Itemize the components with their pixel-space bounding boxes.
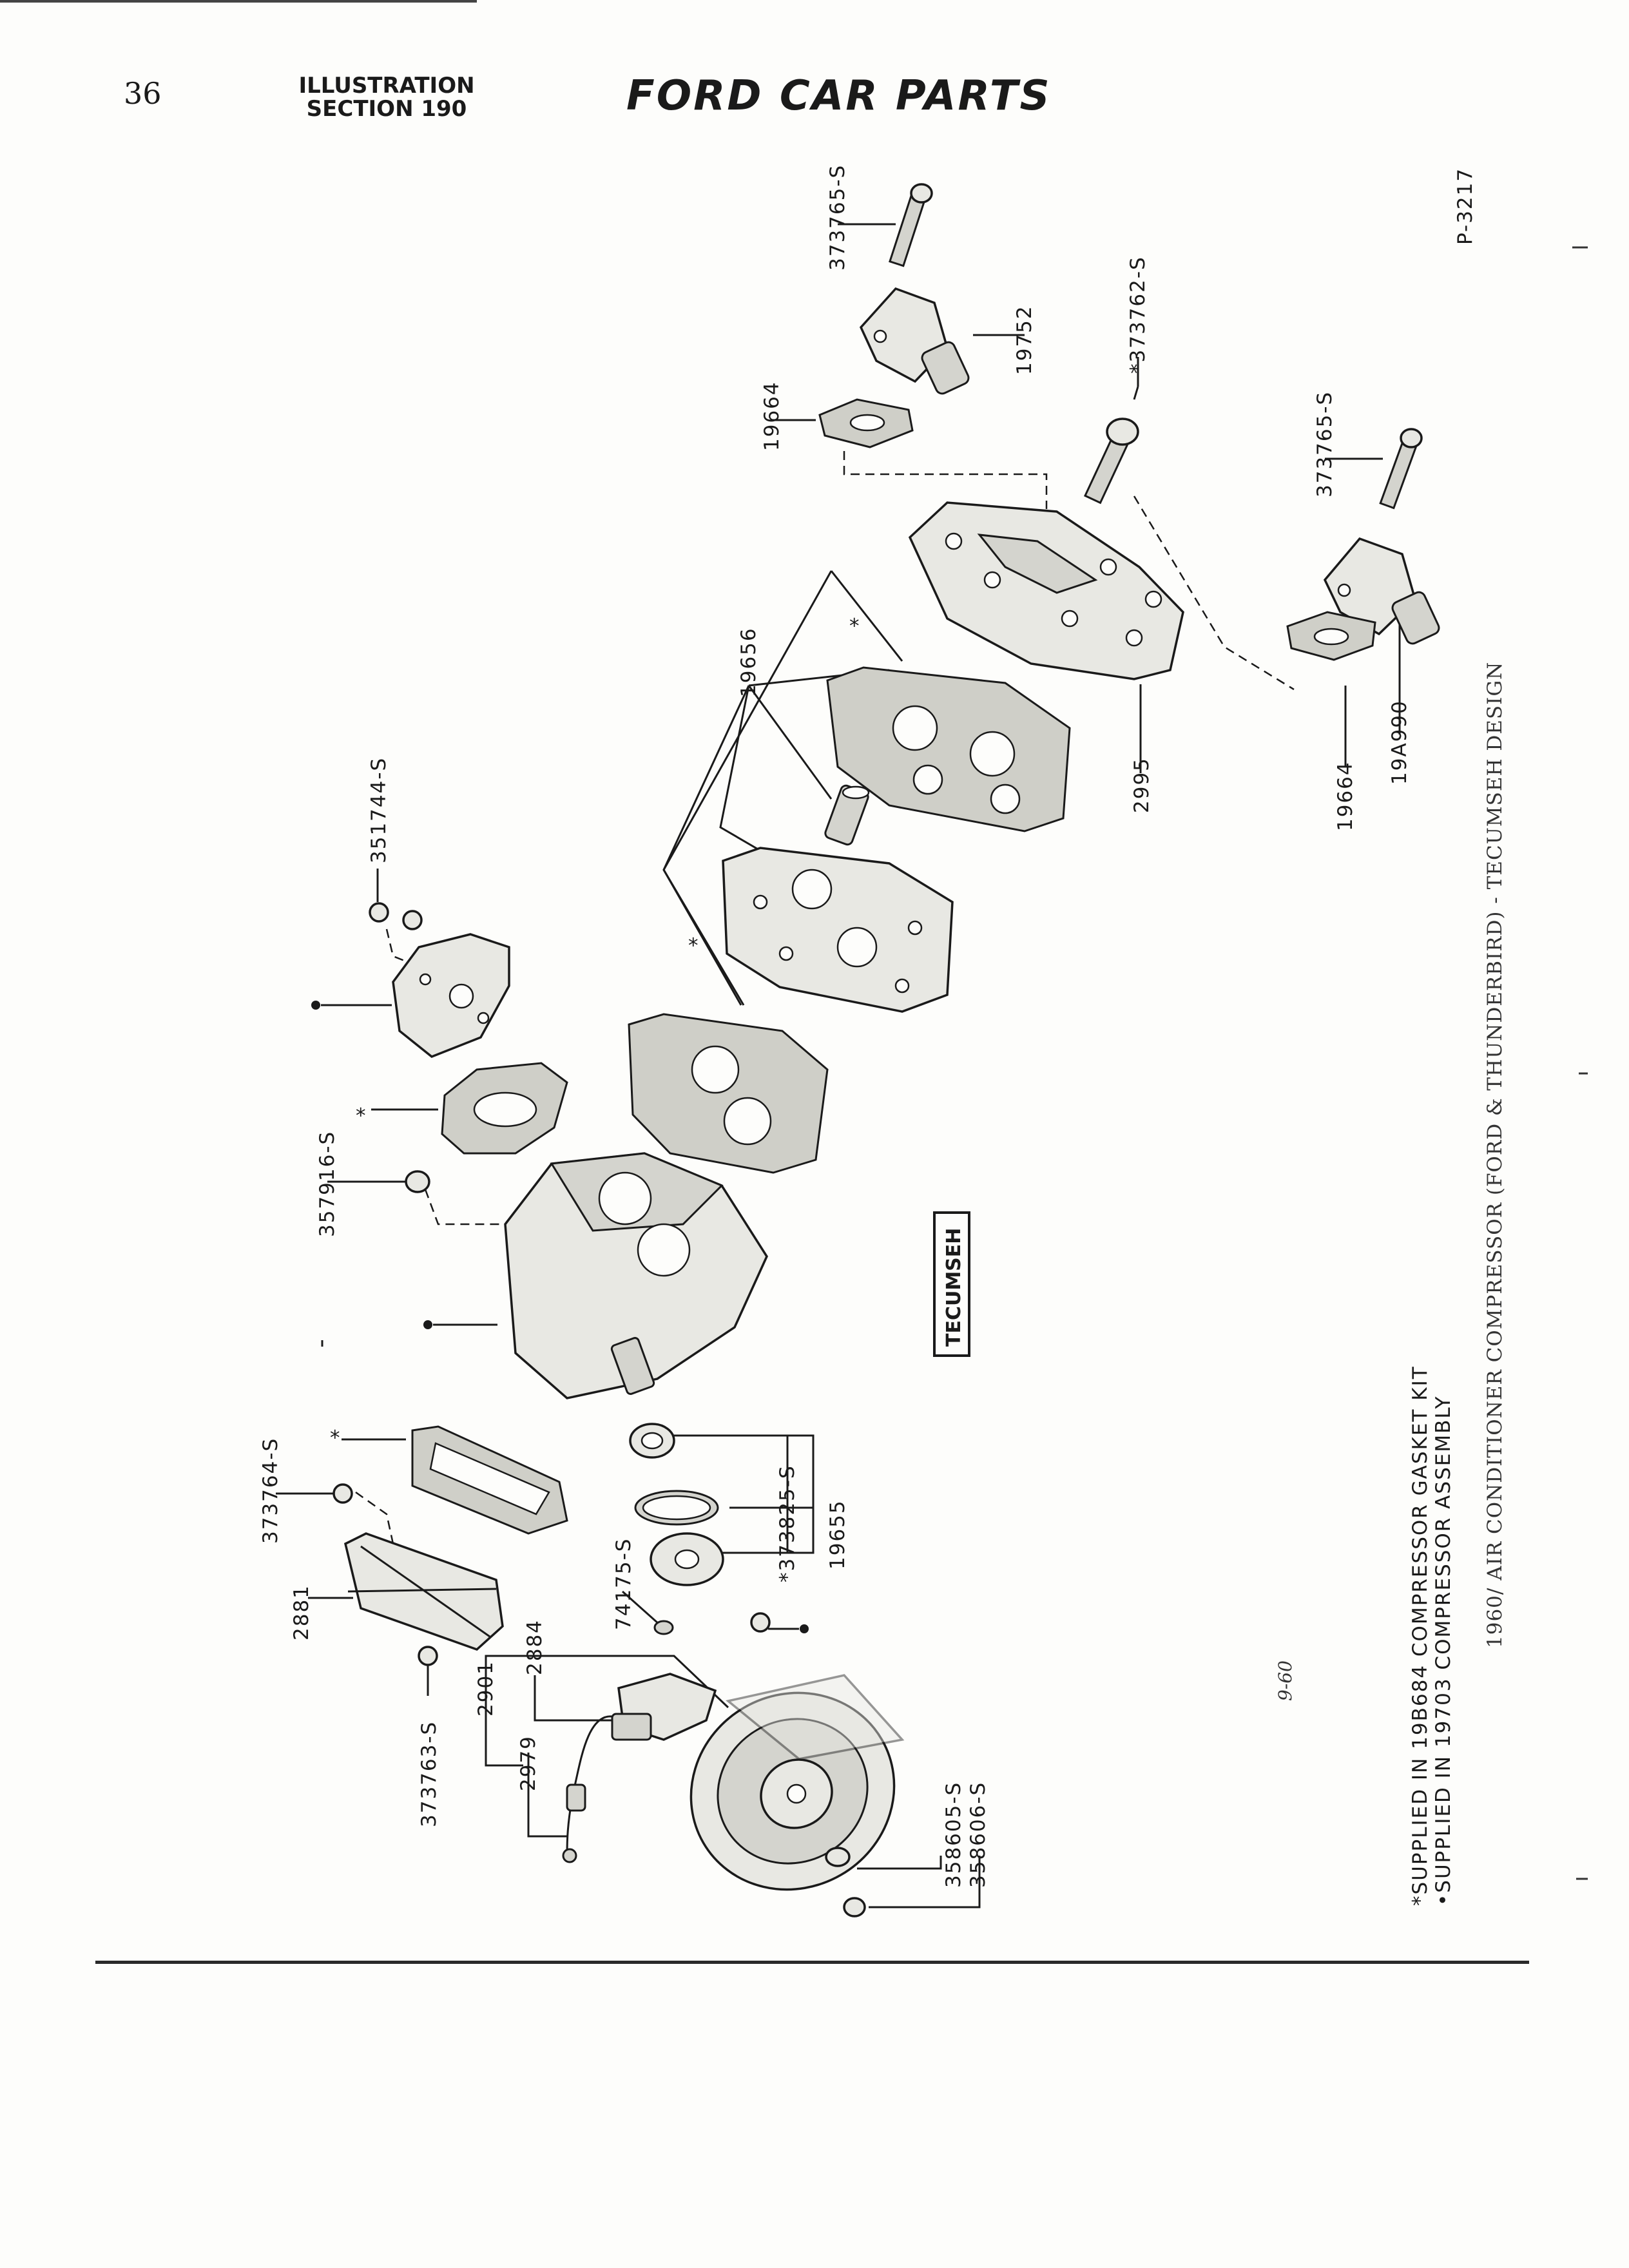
dashed-guide-block [424,1189,521,1225]
date-code: 9-60 [1275,1660,1296,1701]
label-373764-s: 373764-S [259,1437,282,1544]
assembly-dot-3 [800,1624,809,1633]
label-358605-s: 358605-S [942,1782,965,1888]
top-rule [0,0,477,3]
assembly-dot-1 [311,1001,320,1010]
gasket-kit-star-a: * [849,615,860,638]
screw-373765-s-top [889,183,933,267]
page-title: FORD CAR PARTS [626,72,1052,120]
tecumseh-badge [933,1211,970,1357]
tecumseh-brand-label: TECUMSEH [943,1228,965,1347]
label-373762-s: *373762-S [1126,256,1150,374]
clutch-pulley [689,1674,905,1891]
shaft-seal-19655 [629,1423,724,1586]
assembly-dot-2 [423,1320,432,1329]
head-gasket-19656-upper [826,666,1071,832]
cylinder-head-2995 [908,501,1184,680]
compressor-block [504,1152,768,1399]
label-19664-top: 19664 [760,381,784,451]
service-valve-19752 [859,287,970,395]
bolt-358606-s [843,1897,866,1917]
gasket-19664-top [818,398,914,448]
figure-caption: 1960/ AIR CONDITIONER COMPRESSOR (FORD &… [1483,662,1507,1648]
label-357916-s: 357916-S [316,1131,339,1237]
screw-373765-s-mid [1379,428,1423,510]
label-2881: 2881 [290,1584,313,1640]
section-line-1: ILLUSTRATION [298,73,475,99]
label-74175-s: 74175-S [612,1538,635,1630]
label-19752: 19752 [1013,305,1036,375]
label-358606-s: 358606-S [967,1782,990,1888]
gasket-19664-bot [1286,611,1376,661]
lead-wire-2979 [562,1715,613,1863]
section-line-2: SECTION 190 [306,96,467,122]
footnote-compressor-assembly: •SUPPLIED IN 19703 COMPRESSOR ASSEMBLY [1432,1396,1455,1906]
label-2995: 2995 [1130,757,1153,813]
section-heading: ILLUSTRATION SECTION 190 [284,74,490,120]
label-373763-s: 373763-S [418,1721,441,1827]
bolt-373762-s [1083,418,1139,505]
valve-plate-19656 [722,847,954,1013]
bottom-gasket [411,1425,568,1535]
bolts-351744-s [369,902,423,930]
gasket-kit-star-d: * [330,1427,340,1450]
bearing-cover [392,933,510,1059]
page-number: 36 [124,76,162,111]
pin-74175-s [653,1620,674,1635]
seal-plate-bolt [750,1612,771,1633]
plate-number: P-3217 [1454,168,1477,245]
leader-lines [276,223,1401,1908]
brush-holder-2884 [611,1673,717,1741]
footnote-gasket-kit: *SUPPLIED IN 19B684 COMPRESSOR GASKET KI… [1409,1365,1432,1906]
label-2884: 2884 [523,1619,546,1675]
label-19655: 19655 [826,1499,849,1570]
gasket-kit-star-c: * [356,1104,366,1128]
washer-358605-s [825,1847,851,1867]
gasket-kit-star-b: * [688,934,699,957]
bottom-rule [95,1961,1529,1964]
label-373765-s-mid: 373765-S [1313,391,1336,497]
label-373765-s-top: 373765-S [826,164,849,271]
screw-357916-s [405,1170,430,1193]
tube-fitting [824,784,870,846]
bottom-plate-2881 [343,1532,504,1651]
dashed-guide-top [843,451,1048,509]
service-valve-19a990 [1323,537,1440,645]
label-351744-s: 351744-S [367,757,390,863]
screw-373764-s [333,1483,353,1504]
label-19664-bot: 19664 [1334,761,1357,831]
screw-373763-s [418,1646,438,1666]
dashed-guide-right [1133,495,1295,691]
head-gasket-19656-lower [628,1013,829,1174]
cover-gasket [441,1062,568,1155]
